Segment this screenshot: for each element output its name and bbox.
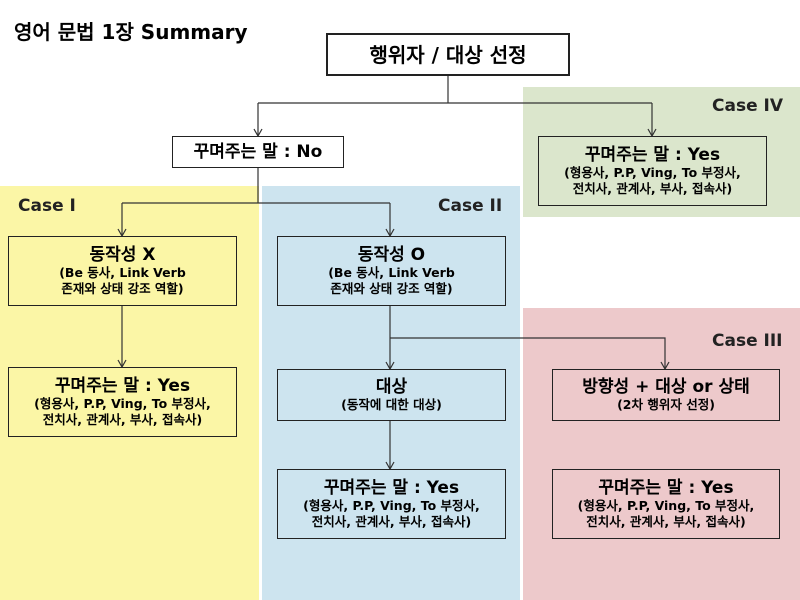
case1-modifier-box: 꾸며주는 말 : Yes (형용사, P.P, Ving, To 부정사, 전치…	[8, 367, 237, 437]
case2-action-box: 동작성 O (Be 동사, Link Verb 존재와 상태 강조 역할)	[277, 236, 506, 306]
case2-label: Case II	[438, 196, 503, 216]
case1-action-sub2: 존재와 상태 강조 역할)	[61, 281, 184, 297]
case4-label: Case IV	[712, 96, 783, 116]
case2-action-sub2: 존재와 상태 강조 역할)	[330, 281, 453, 297]
case2-action-sub1: (Be 동사, Link Verb	[328, 264, 455, 280]
case2-action-title: 동작성 O	[357, 244, 426, 265]
case1-label: Case I	[18, 196, 76, 216]
case2-target-title: 대상	[375, 376, 408, 397]
case1-action-title: 동작성 X	[89, 244, 156, 265]
case2-modifier-sub1: (형용사, P.P, Ving, To 부정사,	[303, 497, 480, 513]
case3-modifier-sub1: (형용사, P.P, Ving, To 부정사,	[577, 497, 755, 513]
case3-modifier-sub2: 전치사, 관계사, 부사, 접속사)	[586, 514, 746, 530]
case4-modifier-title: 꾸며주는 말 : Yes	[584, 144, 721, 165]
case2-modifier-box: 꾸며주는 말 : Yes (형용사, P.P, Ving, To 부정사, 전치…	[277, 469, 506, 539]
case2-target-sub1: (동작에 대한 대상)	[341, 397, 442, 413]
case3-modifier-title: 꾸며주는 말 : Yes	[598, 477, 734, 498]
case1-action-box: 동작성 X (Be 동사, Link Verb 존재와 상태 강조 역할)	[8, 236, 237, 306]
root-label: 행위자 / 대상 선정	[369, 42, 527, 67]
case1-modifier-sub1: (형용사, P.P, Ving, To 부정사,	[34, 395, 211, 411]
page-title: 영어 문법 1장 Summary	[14, 20, 248, 44]
case1-modifier-title: 꾸며주는 말 : Yes	[54, 375, 191, 396]
case3-direction-title: 방향성 + 대상 or 상태	[582, 376, 750, 397]
case4-modifier-box: 꾸며주는 말 : Yes (형용사, P.P, Ving, To 부정사, 전치…	[538, 136, 767, 206]
no-modifier-label: 꾸며주는 말 : No	[193, 141, 323, 162]
case3-direction-sub1: (2차 행위자 선정)	[617, 397, 715, 413]
case4-modifier-sub1: (형용사, P.P, Ving, To 부정사,	[564, 164, 741, 180]
case2-target-box: 대상 (동작에 대한 대상)	[277, 369, 506, 421]
case1-action-sub1: (Be 동사, Link Verb	[59, 264, 186, 280]
case1-modifier-sub2: 전치사, 관계사, 부사, 접속사)	[42, 412, 203, 428]
connector-case3-branch	[390, 337, 670, 371]
no-modifier-box: 꾸며주는 말 : No	[172, 136, 344, 168]
case3-modifier-box: 꾸며주는 말 : Yes (형용사, P.P, Ving, To 부정사, 전치…	[552, 469, 780, 539]
case2-modifier-sub2: 전치사, 관계사, 부사, 접속사)	[311, 514, 472, 530]
case4-modifier-sub2: 전치사, 관계사, 부사, 접속사)	[572, 181, 733, 197]
root-box: 행위자 / 대상 선정	[326, 33, 570, 76]
case2-modifier-title: 꾸며주는 말 : Yes	[323, 477, 460, 498]
case3-label: Case III	[712, 331, 783, 351]
case3-direction-box: 방향성 + 대상 or 상태 (2차 행위자 선정)	[552, 369, 780, 421]
case3-region	[523, 308, 800, 600]
